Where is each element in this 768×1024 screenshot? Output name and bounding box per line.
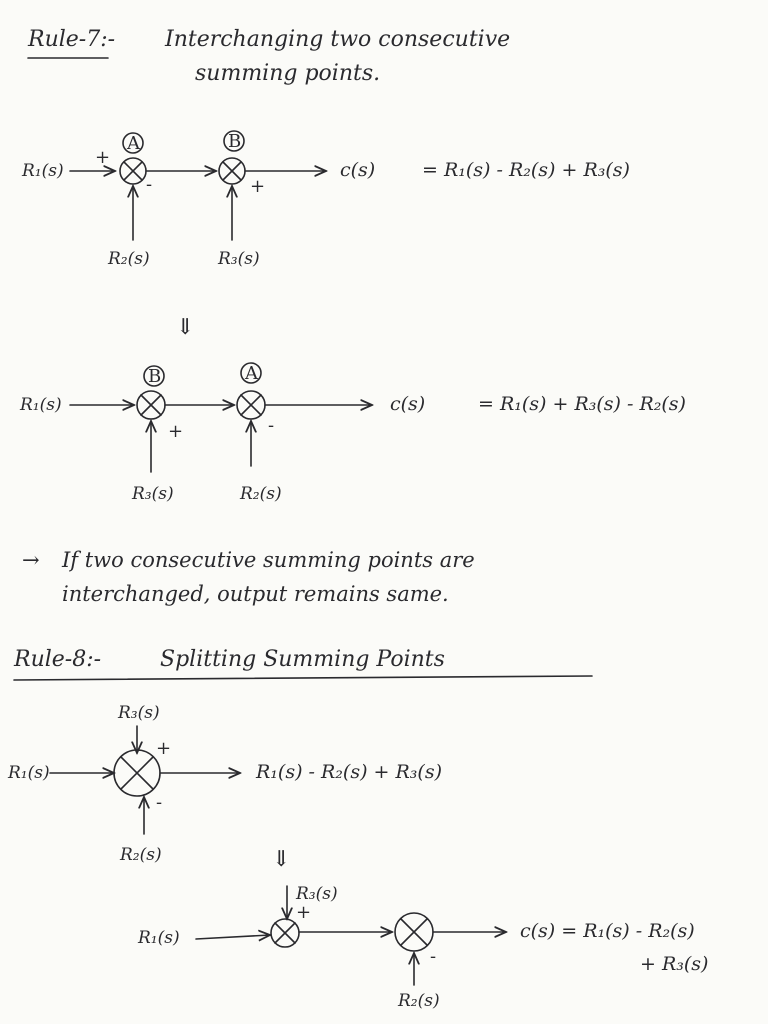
d2-input-label: R₁(s)	[19, 395, 62, 415]
diagram-4-block: R₃(s) + R₁(s) - R₂(s) c(s) = R₁(s) - R₂(…	[137, 884, 708, 1011]
d4-minus: -	[430, 946, 436, 967]
d2-tag-b: B	[143, 365, 165, 387]
note-block: → If two consecutive summing points are …	[22, 548, 475, 606]
diagram-2-block: R₁(s) B + R₃(s) A - R₂(s) c(s) = R₁(s	[19, 362, 686, 504]
d2-r3-label: R₃(s)	[131, 484, 174, 504]
d1-b-plus: +	[250, 176, 265, 197]
d3-output-expr: R₁(s) - R₂(s) + R₃(s)	[255, 761, 442, 783]
rule8-title: Splitting Summing Points	[160, 647, 445, 672]
diagram-1-block: R₁(s) A + - R₂(s) B + R₃(s) c(s)	[21, 130, 630, 269]
d4-summing-point-1	[270, 918, 300, 948]
d4-output-line2: + R₃(s)	[640, 953, 708, 975]
rule8-underline	[13, 675, 593, 681]
note-arrow: →	[22, 548, 40, 572]
d1-output-label: c(s)	[340, 159, 375, 181]
d1-summing-point-a	[119, 157, 147, 185]
d1-equation: = R₁(s) - R₂(s) + R₃(s)	[422, 159, 630, 181]
transform-arrow-1: ⇓	[176, 315, 194, 340]
d1-tag-b: B	[223, 130, 245, 152]
d4-input-label: R₁(s)	[137, 928, 180, 948]
rule8-title-prefix: Rule-8:-	[13, 647, 101, 672]
d4-output-line1: c(s) = R₁(s) - R₂(s)	[520, 920, 695, 942]
transform-arrow-2: ⇓	[272, 847, 290, 872]
d4-input-line	[195, 935, 270, 939]
rule7-title-line2: summing points.	[195, 61, 380, 86]
d1-a-plus: +	[95, 147, 110, 168]
d2-tag-b-text: B	[148, 366, 161, 387]
d4-r3-label: R₃(s)	[295, 884, 338, 904]
d2-a-minus: -	[268, 415, 274, 436]
diagram-3-block: R₃(s) + R₁(s) - R₁(s) - R₂(s) + R₃(s) R₂…	[7, 703, 442, 865]
d2-b-plus: +	[168, 421, 183, 442]
d4-plus: +	[296, 902, 311, 923]
rule7-title-line1: Interchanging two consecutive	[164, 27, 510, 52]
note-line2: interchanged, output remains same.	[62, 582, 449, 606]
d3-r3-label: R₃(s)	[117, 703, 160, 723]
d2-summing-point-a	[236, 390, 266, 420]
d3-minus: -	[156, 792, 162, 813]
d1-r3-label: R₃(s)	[217, 249, 260, 269]
d2-r2-label: R₂(s)	[239, 484, 282, 504]
d2-summing-point-b	[136, 390, 166, 420]
d3-r2-label: R₂(s)	[119, 845, 162, 865]
d2-output-label: c(s)	[390, 393, 425, 415]
d1-summing-point-b	[218, 157, 246, 185]
d1-input-label: R₁(s)	[21, 161, 64, 181]
rule8-heading: Rule-8:- Splitting Summing Points	[13, 647, 593, 681]
d2-tag-a: A	[240, 362, 262, 384]
note-line1: If two consecutive summing points are	[61, 548, 475, 572]
d3-plus: +	[156, 738, 171, 759]
d1-tag-a-text: A	[126, 133, 141, 154]
d2-tag-a-text: A	[244, 363, 259, 384]
d1-r2-label: R₂(s)	[107, 249, 150, 269]
d3-input-label: R₁(s)	[7, 763, 50, 783]
rule7-title-prefix: Rule-7:-	[27, 27, 115, 52]
d2-equation: = R₁(s) + R₃(s) - R₂(s)	[478, 393, 686, 415]
d4-r2-label: R₂(s)	[397, 991, 440, 1011]
d1-tag-a: A	[122, 132, 144, 154]
d1-tag-b-text: B	[228, 131, 241, 152]
d4-summing-point-2	[394, 912, 434, 952]
d1-a-minus: -	[146, 174, 152, 195]
rule7-heading: Rule-7:- Interchanging two consecutive s…	[27, 27, 510, 86]
d3-summing-point	[113, 749, 161, 797]
